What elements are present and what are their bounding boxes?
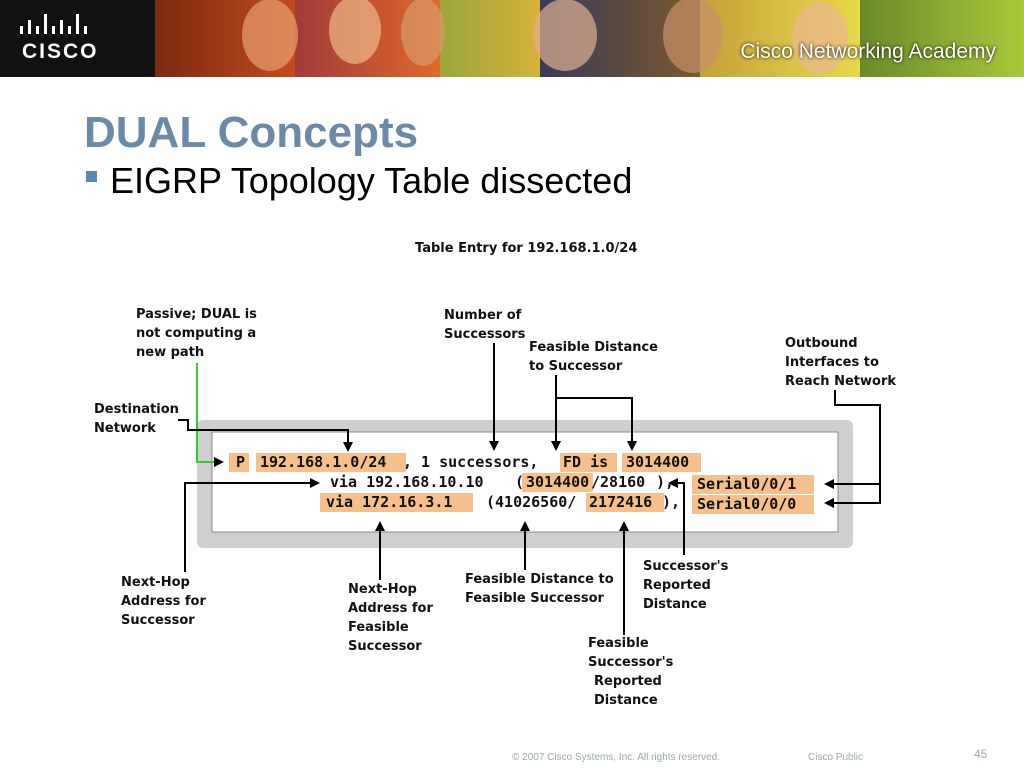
fd-label-highlight: [560, 453, 617, 472]
entry-via1-open: (: [515, 473, 524, 491]
entry-via1-fd: 3014400: [526, 473, 589, 491]
footer-copyright: © 2007 Cisco Systems, Inc. All rights re…: [512, 752, 721, 763]
arrow-outbound-2: [824, 484, 881, 508]
header-banner: CISCO Cisco Networking Academy: [0, 0, 1024, 77]
annot-num-successors: Number of Successors: [444, 308, 526, 342]
cisco-bars-icon: [20, 14, 87, 34]
entry-iface2: Serial0/0/0: [697, 495, 796, 513]
network-highlight: [256, 453, 406, 472]
page-number: 45: [974, 747, 988, 761]
slide-title: DUAL Concepts: [84, 108, 419, 157]
entry-via2-fd: (41026560/: [486, 493, 576, 511]
entry-via2: via 172.16.3.1: [326, 493, 452, 511]
annot-successor-rd: Successor's Reported Distance: [643, 559, 733, 612]
arrow-passive: [196, 363, 224, 467]
via2-highlight: [320, 493, 473, 512]
arrow-successor-rd: [668, 478, 685, 555]
cisco-logo: CISCO: [0, 0, 155, 77]
annot-passive: Passive; DUAL is not computing a new pat…: [136, 307, 261, 360]
entry-via1-rd: /28160: [591, 473, 645, 491]
entry-network: 192.168.1.0/24: [260, 453, 386, 471]
annot-nexthop-fs: Next-Hop Address for Feasible Successor: [348, 582, 437, 654]
academy-title: Cisco Networking Academy: [740, 40, 996, 63]
iface2-highlight: [692, 495, 814, 514]
entry-state: P: [236, 453, 245, 471]
entry-fd-label: FD is: [563, 453, 608, 471]
entry-successors: , 1 successors,: [403, 453, 538, 471]
slide-subtitle: EIGRP Topology Table dissected: [110, 160, 633, 201]
entry-iface1: Serial0/0/1: [697, 475, 796, 493]
annot-destination: Destination Network: [94, 402, 183, 436]
table-entry-title: Table Entry for 192.168.1.0/24: [415, 241, 637, 256]
entry-via2-close: ),: [662, 493, 680, 511]
arrow-nexthop-successor: [184, 478, 320, 572]
via1-fd-highlight: [522, 473, 593, 492]
annot-fs-rd: Feasible Successor's Reported Distance: [588, 636, 678, 708]
bullet-square-icon: [86, 171, 97, 182]
photo-banner: [155, 0, 1024, 77]
via2-rd-highlight: [586, 493, 664, 512]
entry-via2-rd: 2172416: [589, 493, 652, 511]
annot-fd-fs: Feasible Distance to Feasible Successor: [465, 572, 618, 606]
state-highlight: [229, 453, 249, 472]
annot-outbound: Outbound Interfaces to Reach Network: [785, 336, 896, 389]
fd-value-highlight: [622, 453, 701, 472]
entry-fd-value: 3014400: [626, 453, 689, 471]
entry-via1: via 192.168.10.10: [330, 473, 484, 491]
arrow-outbound-1: [824, 390, 881, 489]
cisco-logo-text: CISCO: [22, 40, 99, 63]
footer-classification: Cisco Public: [808, 752, 864, 763]
annot-nexthop-successor: Next-Hop Address for Successor: [121, 575, 210, 628]
arrow-destination: [178, 419, 353, 452]
annot-fd-successor: Feasible Distance to Successor: [529, 340, 663, 374]
arrow-fd-successor-b: [556, 397, 637, 451]
iface1-highlight: [692, 475, 814, 494]
